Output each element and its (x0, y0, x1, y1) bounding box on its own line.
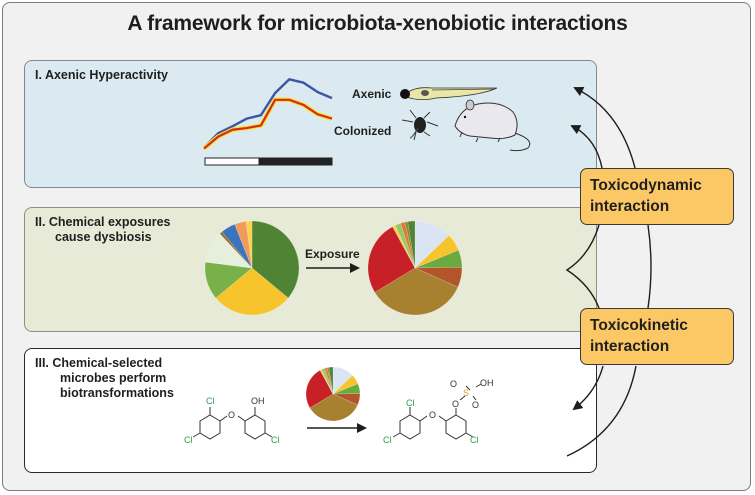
toxicodynamic-line1: Toxicodynamic (590, 177, 702, 194)
pie-slice-dark-green (251, 220, 300, 299)
axenic-series-label: Axenic (352, 87, 392, 101)
product-molecule (392, 383, 482, 440)
product-cl-2: Cl (383, 435, 392, 445)
toxicokinetic-line1: Toxicokinetic (590, 317, 688, 334)
interaction-connectors (565, 87, 652, 457)
pie-slice-yellow (414, 235, 459, 269)
panel-3-title-line3: biotransformations (60, 386, 174, 400)
pie-slice-gold (392, 225, 416, 269)
pie-slice-orange (400, 221, 416, 269)
pie-slice-light-green (394, 222, 416, 269)
pie-slice-gold (245, 220, 253, 269)
panel-biotransformations: III. Chemical-selected microbes perform … (24, 348, 597, 473)
substrate-cl-1: Cl (206, 396, 215, 406)
pie-slice-orange (234, 221, 253, 269)
pie-slice-green (332, 383, 361, 395)
light-phase-bar (204, 157, 260, 166)
panel-2-title-line2: cause dysbiosis (55, 230, 152, 244)
substrate-molecule (192, 407, 273, 440)
microbiome-pie-before (204, 220, 300, 316)
pie-slice-pale-blue (332, 366, 353, 395)
panel-2-title-line1: II. Chemical exposures (35, 215, 171, 229)
substrate-o-bridge: O (228, 410, 236, 420)
pie-slice-olive (326, 367, 334, 395)
product-o-double-2: O (472, 400, 480, 410)
pie-slice-blue (221, 223, 253, 269)
product-o-ester: O (452, 399, 460, 409)
pie-slice-red (367, 226, 416, 293)
panel-1-title: I. Axenic Hyperactivity (35, 68, 168, 82)
pie-slice-pale (205, 233, 253, 269)
microbiome-pie-selected (305, 366, 361, 422)
pie-slice-brown (219, 231, 253, 269)
substrate-cl-2: Cl (184, 435, 193, 445)
series-line-colonized (202, 97, 333, 151)
toxicodynamic-interaction-box: Toxicodynamic interaction (580, 168, 734, 225)
panel-2-title: II. Chemical exposures cause dysbiosis (35, 215, 170, 245)
substrate-cl-3: Cl (271, 435, 280, 445)
pie-slice-yellow (332, 375, 359, 395)
pie-slice-brown (309, 393, 358, 422)
toxicokinetic-interaction-box: Toxicokinetic interaction (580, 308, 734, 365)
fruit-fly-icon (401, 109, 439, 141)
pie-slice-rust (332, 393, 361, 406)
pie-slice-olive (404, 221, 416, 269)
pie-slice-yellow (215, 267, 289, 316)
pie-slice-rust (414, 267, 463, 288)
dark-phase-bar (258, 157, 333, 166)
product-cl-1: Cl (406, 398, 415, 408)
product-sulfur: S (463, 388, 470, 398)
series-line-colonized-core (203, 98, 333, 150)
toxicokinetic-line2: interaction (590, 338, 670, 355)
product-cl-3: Cl (470, 435, 479, 445)
pie-slice-gold (319, 369, 334, 395)
pie-slice-dark-green (407, 220, 416, 269)
pie-slice-light-green (204, 261, 253, 299)
microbiome-pie-after (367, 220, 463, 316)
product-o-bridge: O (429, 410, 437, 420)
pie-slice-brown (374, 267, 459, 316)
exposure-arrow-label: Exposure (305, 247, 360, 261)
colonized-series-label: Colonized (334, 124, 392, 138)
series-line-axenic (203, 78, 333, 149)
pie-slice-dark-green (328, 366, 334, 395)
pie-slice-orange (324, 367, 334, 395)
panel-3-title: III. Chemical-selected microbes perform … (35, 356, 174, 401)
pie-slice-green (414, 249, 463, 269)
product-o-double-1: O (450, 379, 458, 389)
hyperactivity-line-chart (202, 78, 333, 151)
mouse-icon (454, 99, 531, 152)
panel-3-title-line2: microbes perform (60, 371, 167, 385)
zebrafish-larva-icon (400, 87, 498, 100)
pie-slice-pale-blue (414, 220, 450, 269)
product-oh: OH (480, 378, 494, 388)
toxicodynamic-line2: interaction (590, 198, 670, 215)
pie-slice-light-green (321, 367, 334, 395)
panel-chemical-exposures: II. Chemical exposures cause dysbiosis (24, 207, 597, 332)
pie-slice-red (305, 369, 334, 409)
substrate-oh: OH (251, 396, 265, 406)
figure-title: A framework for microbiota-xenobiotic in… (127, 12, 628, 35)
panel-3-title-line1: III. Chemical-selected (35, 356, 163, 370)
